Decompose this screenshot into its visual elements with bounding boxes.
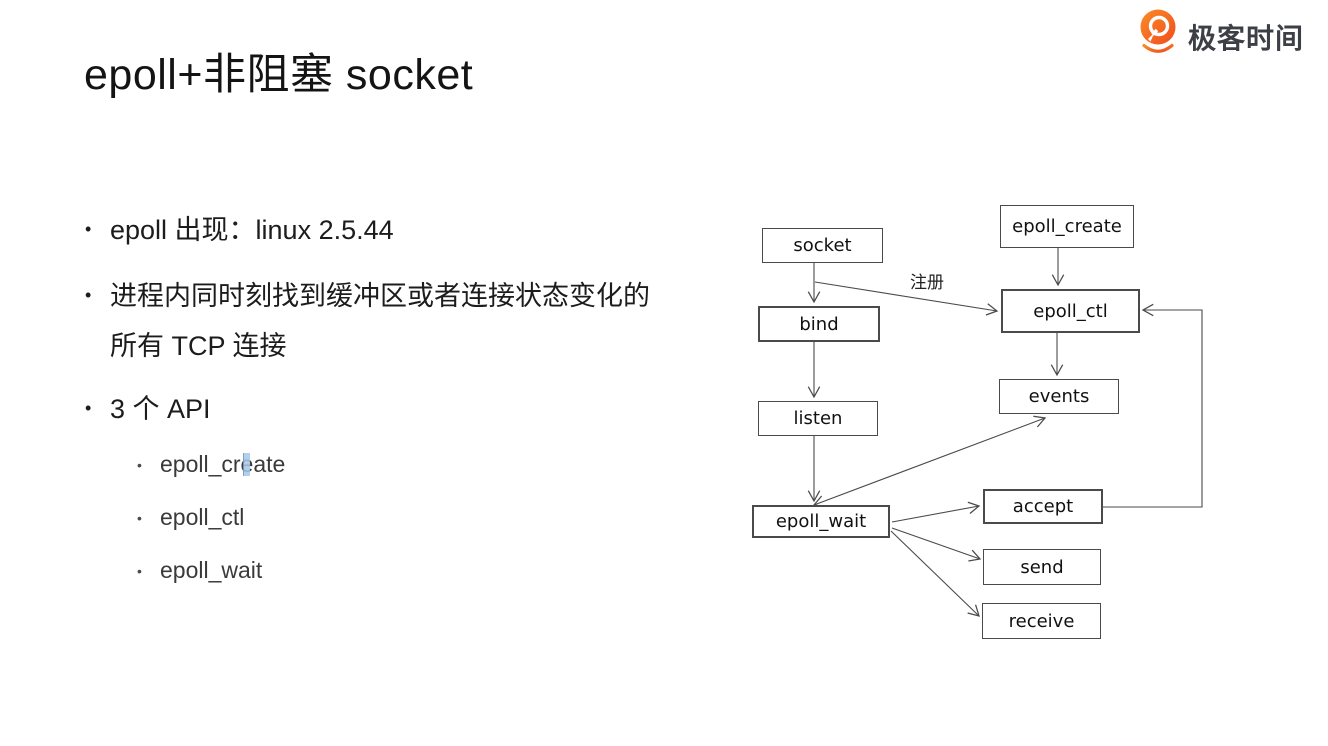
node-epoll-ctl: epoll_ctl [1001,289,1140,333]
brand-logo: 极客时间 [1136,8,1304,61]
edge-accept-epollctl-loop [1103,303,1203,508]
page-title: epoll+非阻塞 socket [84,51,474,99]
edge-epollwait-events [812,415,1047,508]
bullet-dot: • [137,510,142,526]
sub-bullet-epoll-ctl: • epoll_ctl [137,504,244,531]
bullet-dot: • [137,563,142,579]
bullet-text: 3 个 API [110,394,211,424]
sub-bullet-text: epoll_ctl [160,504,245,530]
bullet-dot: • [85,285,92,305]
epoll-flow-diagram: socket bind listen epoll_wait epoll_crea… [740,190,1220,660]
node-bind: bind [758,306,880,342]
edge-epollwait-accept [891,501,981,523]
bullet-text-line1: 进程内同时刻找到缓冲区或者连接状态变化的 [110,281,650,311]
diagram-edges [807,248,1203,617]
node-send: send [983,549,1101,585]
bullet-dot: • [85,398,92,418]
node-receive: receive [982,603,1101,639]
text-cursor [243,453,250,476]
node-socket: socket [762,228,883,263]
bullet-three-apis: • 3 个 API [85,393,211,425]
bullet-text-line2: 所有 TCP 连接 [110,331,287,362]
sub-bullet-text: epoll_wait [160,557,263,583]
edge-label-register: 注册 [910,273,944,293]
node-listen: listen [758,401,878,436]
brand-name: 极客时间 [1188,22,1305,54]
sub-bullet-text: epoll_create [160,451,286,477]
node-epoll-create: epoll_create [1000,205,1134,248]
node-epoll-wait: epoll_wait [752,505,890,538]
edge-socket-epollctl-register [814,281,999,316]
node-accept: accept [983,489,1103,524]
sub-bullet-epoll-create: • epoll_create [137,451,285,478]
bullet-dot: • [137,457,142,473]
edge-epollwait-send [891,527,982,562]
bullet-epoll-version: • epoll 出现：linux 2.5.44 [85,214,394,246]
geektime-icon [1136,8,1180,61]
bullet-dot: • [85,219,92,239]
bullet-description: • 进程内同时刻找到缓冲区或者连接状态变化的 所有 TCP 连接 [85,280,650,363]
node-events: events [999,379,1119,414]
sub-bullet-epoll-wait: • epoll_wait [137,557,262,584]
edge-epollwait-receive [890,530,980,617]
bullet-text: epoll 出现：linux 2.5.44 [110,215,394,245]
